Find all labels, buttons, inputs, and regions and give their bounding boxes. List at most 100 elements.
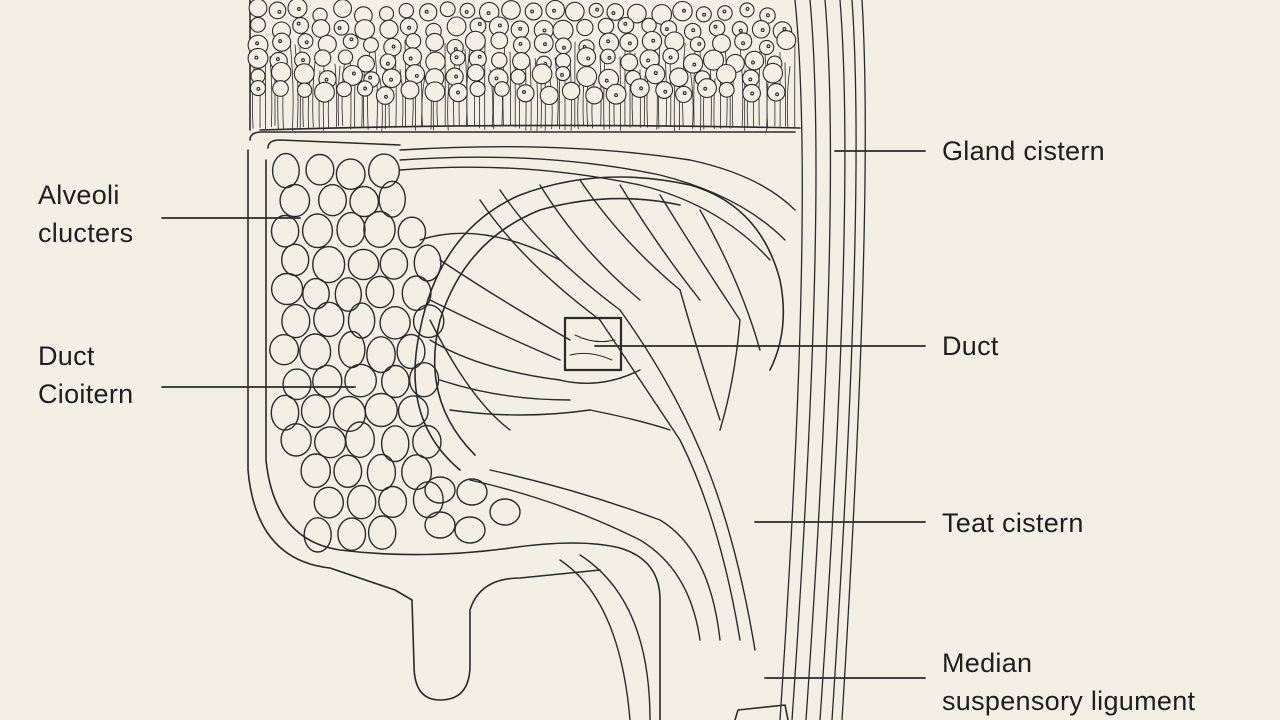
- top-cell-nucleus: [682, 91, 687, 96]
- top-cell-nucleus: [604, 78, 609, 83]
- label-alveoli-line1: Alveoli: [38, 180, 120, 210]
- top-cell: [576, 18, 594, 37]
- alveolus-cell: [312, 364, 343, 398]
- alveolus-cell: [367, 515, 397, 550]
- alveolus-cell: [270, 394, 300, 431]
- top-cell-nucleus: [324, 77, 329, 82]
- top-cell: [272, 80, 289, 97]
- alveolus-cell: [489, 498, 521, 526]
- top-cell-nucleus: [543, 42, 547, 47]
- top-cell-nucleus: [384, 94, 388, 99]
- top-cell-nucleus: [702, 12, 707, 17]
- top-cell: [606, 3, 625, 21]
- alveolus-cell: [270, 272, 304, 306]
- top-cell-nucleus: [766, 44, 771, 49]
- top-cell: [466, 63, 485, 82]
- top-cell-nucleus: [692, 62, 697, 67]
- alveolus-cell: [281, 243, 310, 277]
- top-cell-nucleus: [542, 28, 547, 33]
- top-cell-nucleus: [424, 9, 429, 14]
- alveolus-cell: [364, 392, 398, 428]
- top-cell: [402, 47, 423, 67]
- median-suspensory-ligament-band: [779, 0, 866, 720]
- top-cell: [405, 33, 422, 49]
- label-gland-cistern-line1: Gland cistern: [942, 136, 1105, 166]
- label-duct-line1: Duct: [942, 331, 999, 361]
- hair-line: [689, 68, 694, 129]
- top-cell: [742, 83, 761, 103]
- alveolus-cell: [318, 183, 348, 217]
- top-cell: [490, 31, 509, 50]
- alveolus-cell: [347, 302, 376, 339]
- hair-line: [509, 51, 512, 126]
- top-cell-nucleus: [486, 11, 491, 16]
- hair-line: [421, 75, 426, 127]
- top-cell: [762, 62, 784, 84]
- top-cell: [512, 52, 531, 71]
- top-cell-nucleus: [713, 24, 718, 29]
- top-cell-nucleus: [627, 41, 632, 46]
- top-cell-nucleus: [639, 86, 644, 91]
- top-cell: [439, 1, 456, 18]
- top-tissue-band: [247, 0, 801, 132]
- top-cell-nucleus: [663, 89, 668, 94]
- duct-branches: [399, 145, 796, 720]
- top-cell-nucleus: [301, 58, 305, 63]
- alveolus-cell: [413, 244, 442, 282]
- alveolus-cell: [363, 210, 396, 248]
- top-cell: [539, 85, 559, 106]
- top-cell-nucleus: [560, 72, 564, 77]
- top-cell: [597, 17, 615, 35]
- top-cell-nucleus: [745, 6, 750, 11]
- alveolus-cell: [270, 214, 300, 248]
- top-cell-nucleus: [494, 76, 499, 81]
- top-cell-nucleus: [664, 27, 669, 32]
- top-cell-nucleus: [255, 41, 260, 46]
- alveolus-cell: [366, 453, 397, 492]
- top-cell: [446, 16, 467, 37]
- top-cell-nucleus: [738, 28, 743, 33]
- top-cell: [516, 84, 535, 103]
- label-median-line1: Median: [942, 648, 1033, 678]
- top-cell-nucleus: [697, 41, 702, 46]
- top-cell: [248, 0, 268, 18]
- alveolus-cell: [424, 511, 456, 539]
- alveolus-cell: [378, 180, 407, 218]
- top-cell: [712, 33, 731, 53]
- top-cell: [669, 67, 689, 88]
- top-cell-nucleus: [275, 57, 280, 62]
- top-cell: [766, 83, 786, 102]
- top-cell-nucleus: [646, 58, 651, 63]
- alveolus-cell: [412, 304, 445, 339]
- top-cell: [708, 19, 726, 37]
- alveolus-cell: [344, 363, 377, 398]
- top-cell: [270, 61, 292, 83]
- alveolus-cell: [299, 333, 332, 370]
- label-teat-cistern: Teat cistern: [942, 504, 1084, 542]
- top-cell: [715, 63, 737, 85]
- gland-inner-outline: [265, 139, 661, 720]
- top-cell-nucleus: [552, 8, 556, 13]
- alveolus-cell: [313, 486, 344, 519]
- hair-line: [312, 61, 316, 128]
- alveolus-cell: [380, 425, 410, 463]
- top-cell-nucleus: [748, 77, 753, 82]
- label-duct-cistern-line2: Cioitern: [38, 379, 134, 409]
- top-cell: [620, 53, 639, 72]
- top-cell-nucleus: [703, 86, 708, 91]
- top-cell: [400, 80, 420, 100]
- top-cell: [758, 39, 775, 56]
- label-median-line2: suspensory ligument: [942, 686, 1196, 716]
- top-cell-nucleus: [623, 21, 628, 26]
- teat-bottom-wedge: [734, 704, 789, 720]
- top-cell: [314, 49, 332, 67]
- top-cell: [292, 17, 310, 34]
- alveolus-cell: [279, 183, 311, 218]
- top-cell: [695, 6, 712, 23]
- alveolus-cell: [379, 305, 411, 340]
- top-cell: [600, 48, 616, 65]
- alveolus-cell: [337, 330, 366, 369]
- top-cell: [491, 52, 508, 69]
- alveolus-cell: [334, 277, 362, 312]
- top-cell: [314, 81, 335, 103]
